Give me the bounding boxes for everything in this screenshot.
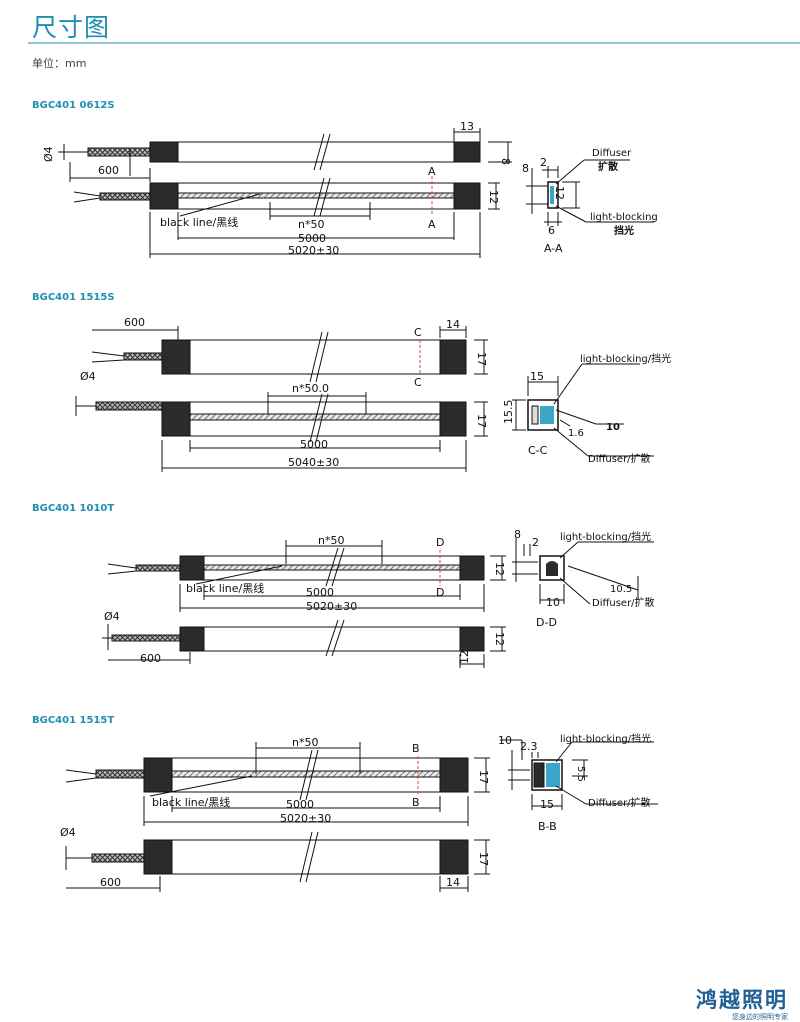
drawing-1010t <box>102 538 654 668</box>
dim-14-1515s: 14 <box>446 318 460 331</box>
dim-n50-0612s: n*50 <box>298 218 324 231</box>
label-black-line-1010t: black line/黑线 <box>186 581 264 595</box>
dim-5000-0612s: 5000 <box>298 232 326 245</box>
dim-12-1010t-top: 12 <box>493 562 506 576</box>
dim-105-dd: 10.5 <box>610 584 632 595</box>
dim-12-1010t-end: 12 <box>458 650 471 664</box>
cut-a-top: A <box>428 165 436 178</box>
label-light-blocking-dd: light-blocking/挡光 <box>560 530 651 543</box>
dim-55-bb: 5.5 <box>575 766 586 782</box>
label-light-blocking-aa: light-blocking <box>590 212 658 223</box>
title-divider <box>28 42 800 44</box>
dim-17-1515t-top: 17 <box>477 770 490 784</box>
label-diffuser-bb: Diffuser/扩散 <box>588 796 651 809</box>
dim-10-cc: 10 <box>606 422 620 433</box>
dim-17-1515t-bottom: 17 <box>477 852 490 866</box>
dim-phi4-1515s: Ø4 <box>80 370 96 383</box>
page-title: 尺寸图 <box>32 13 111 42</box>
dim-10-bb: 10 <box>498 734 512 747</box>
unit-note: 单位：mm <box>32 57 87 70</box>
dim-5000-1010t: 5000 <box>306 586 334 599</box>
dim-23-bb: 2.3 <box>520 740 538 753</box>
section-cc-label: C-C <box>528 444 548 457</box>
dim-12-0612s: 12 <box>487 190 500 204</box>
brand-name: 鸿越照明 <box>696 988 788 1012</box>
dim-n50-1515s: n*50.0 <box>292 382 329 395</box>
dim-17-1515s-bottom: 17 <box>475 414 488 428</box>
section-label-1515t: BGC401 1515T <box>32 715 115 726</box>
dim-12-aa: 12 <box>553 186 566 200</box>
dim-2-dd: 2 <box>532 536 539 549</box>
dim-15-cc: 15 <box>530 370 544 383</box>
dim-8-aa: 8 <box>522 162 529 175</box>
section-label-1010t: BGC401 1010T <box>32 503 115 514</box>
dim-8-dd: 8 <box>514 528 521 541</box>
dim-600-0612s: 600 <box>98 164 119 177</box>
label-light-blocking-cn-aa: 挡光 <box>614 224 634 237</box>
dim-5000-1515s: 5000 <box>300 438 328 451</box>
dim-12-1010t-bottom: 12 <box>493 632 506 646</box>
dim-14-1515t: 14 <box>446 876 460 889</box>
section-label-0612s: BGC401 0612S <box>32 100 115 111</box>
section-bb-label: B-B <box>538 820 557 833</box>
dim-5020-0612s: 5020±30 <box>288 244 339 257</box>
drawing-1515s <box>75 326 654 472</box>
cut-c-top: C <box>414 326 422 339</box>
dim-2-aa: 2 <box>540 156 547 169</box>
dim-5020-1010t: 5020±30 <box>306 600 357 613</box>
label-light-blocking-cc: light-blocking/挡光 <box>580 352 671 365</box>
cut-d-top: D <box>436 536 444 549</box>
section-dd-label: D-D <box>536 616 557 629</box>
dim-8-0612s: 8 <box>499 158 512 165</box>
dim-5000-1515t: 5000 <box>286 798 314 811</box>
brand-logo: 鸿越照明 您身边的照明专家 <box>696 984 788 1022</box>
dim-16-cc: 1.6 <box>568 428 584 439</box>
dim-600-1515t: 600 <box>100 876 121 889</box>
section-aa-label: A-A <box>544 242 563 255</box>
dim-n50-1010t: n*50 <box>318 534 344 547</box>
dim-n50-1515t: n*50 <box>292 736 318 749</box>
drawing-0612s <box>58 128 654 258</box>
dim-600-1515s: 600 <box>124 316 145 329</box>
label-black-line-1515t: black line/黑线 <box>152 795 230 809</box>
dim-6-aa: 6 <box>548 224 555 237</box>
label-diffuser-cc: Diffuser/扩散 <box>588 452 651 465</box>
dim-phi4-0612s: Ø4 <box>42 146 55 162</box>
label-diffuser-dd: Diffuser/扩散 <box>592 596 655 609</box>
dim-5020-1515t: 5020±30 <box>280 812 331 825</box>
dim-phi4-1010t: Ø4 <box>104 610 120 623</box>
cut-d-bottom: D <box>436 586 444 599</box>
dim-600-1010t: 600 <box>140 652 161 665</box>
drawing-1515t <box>65 739 658 892</box>
cut-b-bottom: B <box>412 796 420 809</box>
dim-17-1515s-top: 17 <box>475 352 488 366</box>
dim-15-bb: 15 <box>540 798 554 811</box>
dim-phi4-1515t: Ø4 <box>60 826 76 839</box>
dim-5040-1515s: 5040±30 <box>288 456 339 469</box>
label-light-blocking-bb: light-blocking/挡光 <box>560 732 651 745</box>
label-diffuser-cn-aa: 扩散 <box>598 160 619 173</box>
dim-13-0612s: 13 <box>460 120 474 133</box>
dim-10-dd: 10 <box>546 596 560 609</box>
label-black-line-0612s: black line/黑线 <box>160 215 238 229</box>
section-label-1515s: BGC401 1515S <box>32 292 115 303</box>
label-diffuser-aa: Diffuser <box>592 148 632 159</box>
cut-b-top: B <box>412 742 420 755</box>
dim-155-cc: 15.5 <box>502 400 515 425</box>
cut-c-bottom: C <box>414 376 422 389</box>
cut-a-bottom: A <box>428 218 436 231</box>
